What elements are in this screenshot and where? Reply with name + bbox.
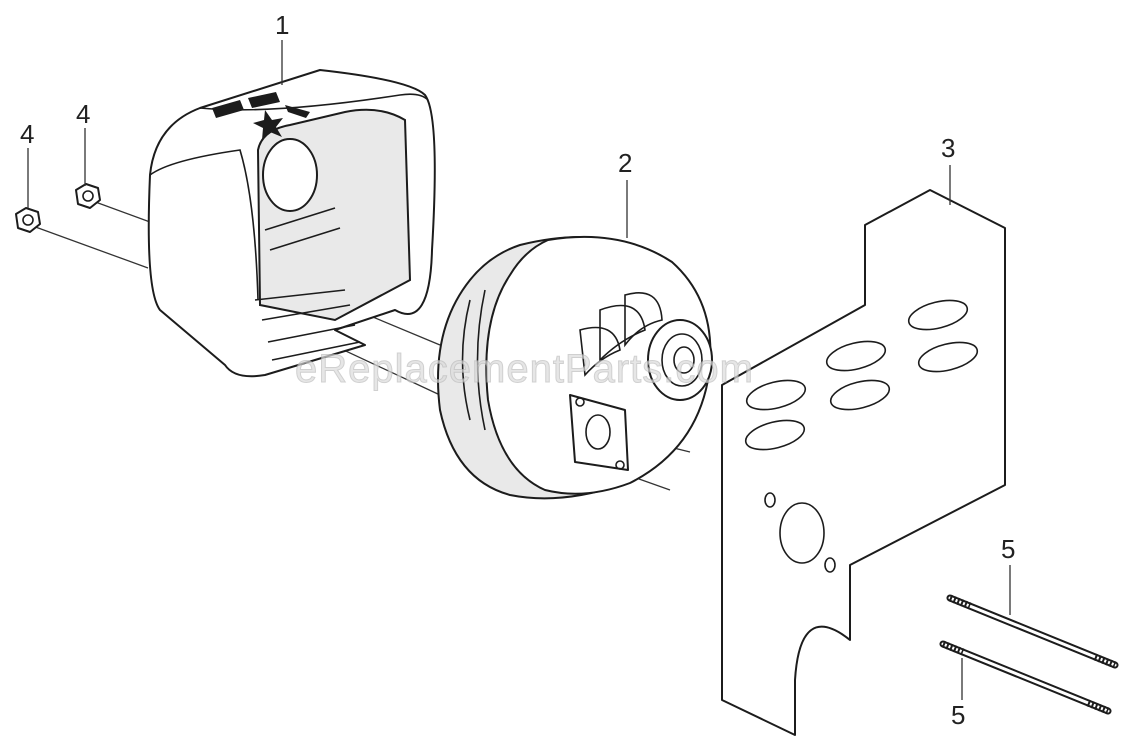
muffler[interactable] — [437, 235, 713, 500]
brand-logo-icon — [212, 92, 310, 140]
muffler-cover[interactable] — [147, 69, 436, 378]
stud-bottom[interactable] — [939, 640, 1112, 715]
callout-5-top: 5 — [1001, 534, 1015, 564]
heat-shield-plate[interactable] — [721, 189, 1006, 736]
callout-1: 1 — [275, 10, 289, 40]
nut-left[interactable] — [15, 207, 41, 233]
leader-lines — [27, 40, 1011, 700]
callout-2: 2 — [618, 148, 632, 178]
watermark-text: eReplacementParts.com — [295, 347, 754, 391]
callout-4-left: 4 — [20, 119, 34, 149]
nut-right[interactable] — [75, 183, 101, 209]
callout-4-right: 4 — [76, 99, 90, 129]
callout-5-bottom: 5 — [951, 700, 965, 730]
callout-3: 3 — [941, 133, 955, 163]
stud-top[interactable] — [946, 594, 1119, 669]
